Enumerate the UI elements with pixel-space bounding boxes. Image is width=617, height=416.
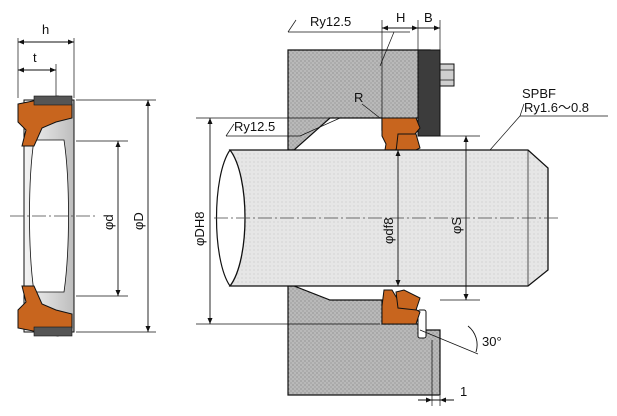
label-ry-fine: Ry1.6～0.8: [524, 100, 589, 115]
label-t: t: [33, 50, 37, 65]
bolt-head: [439, 63, 455, 87]
seal-backup-top: [33, 95, 73, 106]
label-ry-mid: Ry12.5: [234, 119, 275, 134]
label-R: R: [354, 90, 363, 105]
label-B: B: [424, 10, 433, 25]
label-ry-top: Ry12.5: [310, 14, 351, 29]
angle-arc: [467, 325, 478, 353]
label-h: h: [42, 22, 49, 37]
installed-seal-bottom-lip: [395, 289, 421, 311]
label-angle: 30°: [482, 334, 502, 349]
label-df8: φdf8: [381, 217, 396, 244]
label-H: H: [396, 10, 405, 25]
seal-side-view: h t φd φD: [10, 22, 156, 337]
seal-backup-bottom: [33, 326, 73, 337]
label-d: φd: [101, 214, 116, 230]
retaining-ring: [417, 309, 427, 339]
retainer-plate: [417, 49, 441, 137]
shaft: [228, 149, 549, 287]
label-dh8: φDH8: [192, 212, 207, 246]
label-D: φD: [131, 212, 146, 230]
label-S: φS: [449, 217, 464, 234]
label-gap: 1: [460, 384, 467, 399]
installation-section: Ry12.5 H B R Ry12.5 SPBF Ry1.6～0.8 φDH8: [192, 10, 608, 406]
label-spbf: SPBF: [522, 86, 556, 101]
